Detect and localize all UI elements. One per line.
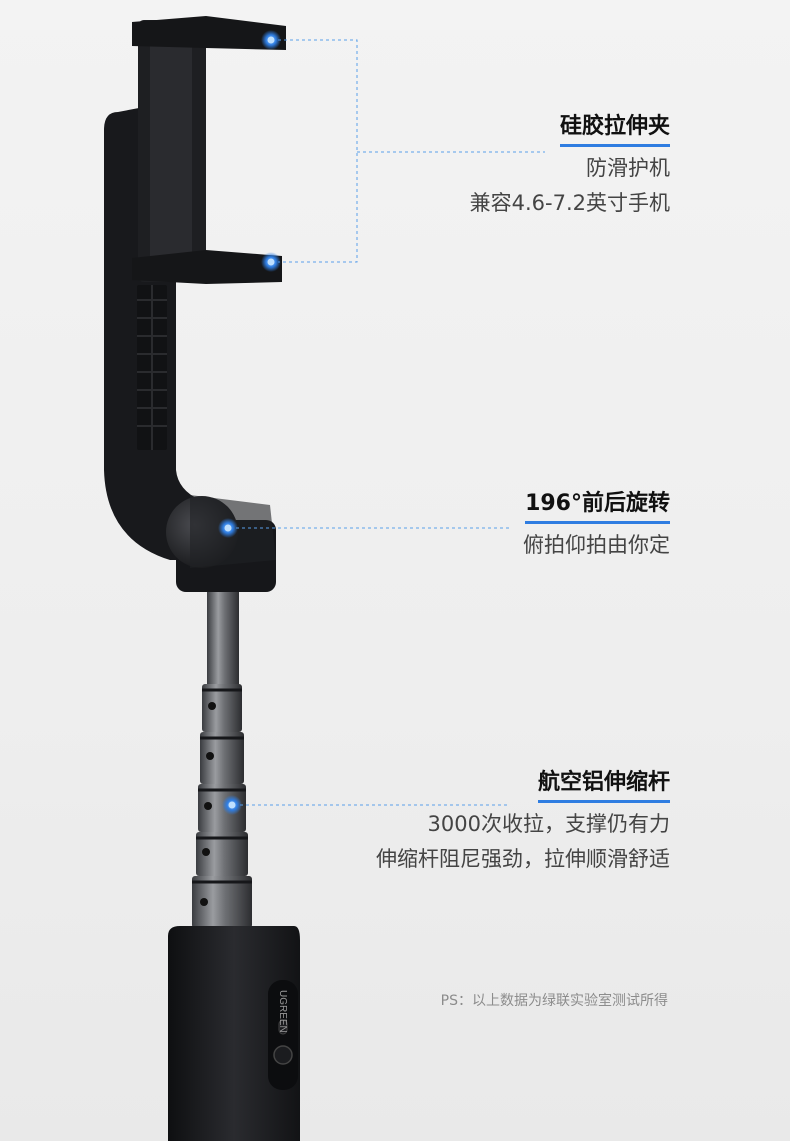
shutter-strip (268, 980, 298, 1090)
telescopic-pole-top (207, 592, 239, 684)
clamp-bottom-jaw (132, 250, 282, 284)
pole-dots (200, 702, 216, 906)
callout-line: 防滑护机 (586, 156, 670, 180)
callout-aluminum-pole: 航空铝伸缩杆 3000次收拉，支撑仍有力 伸缩杆阻尼强劲，拉伸顺滑舒适 (376, 770, 670, 877)
brand-logo: UGREEN (277, 990, 288, 1033)
callout-connectors (236, 39, 545, 806)
callout-line: 兼容4.6-7.2英寸手机 (469, 191, 670, 215)
footnote: PS：以上数据为绿联实验室测试所得 (440, 993, 668, 1009)
handle-body (168, 926, 300, 1141)
callout-silicone-clamp: 硅胶拉伸夹 防滑护机 兼容4.6-7.2英寸手机 (470, 114, 670, 221)
shutter-button-icon (273, 1045, 293, 1065)
callout-title: 硅胶拉伸夹 (559, 114, 670, 147)
telescopic-pole-sections (192, 684, 252, 928)
callout-rotation: 196°前后旋转 俯拍仰拍由你定 (523, 491, 670, 563)
callout-title: 航空铝伸缩杆 (537, 770, 670, 803)
arm-grid (137, 285, 167, 450)
clamp-top-jaw (132, 16, 286, 50)
callout-line: 3000次收拉，支撑仍有力 (427, 812, 670, 836)
callout-line: 伸缩杆阻尼强劲，拉伸顺滑舒适 (376, 847, 670, 871)
highlight-dots (218, 30, 281, 815)
callout-line: 俯拍仰拍由你定 (523, 533, 670, 557)
callout-title: 196°前后旋转 (525, 491, 670, 524)
